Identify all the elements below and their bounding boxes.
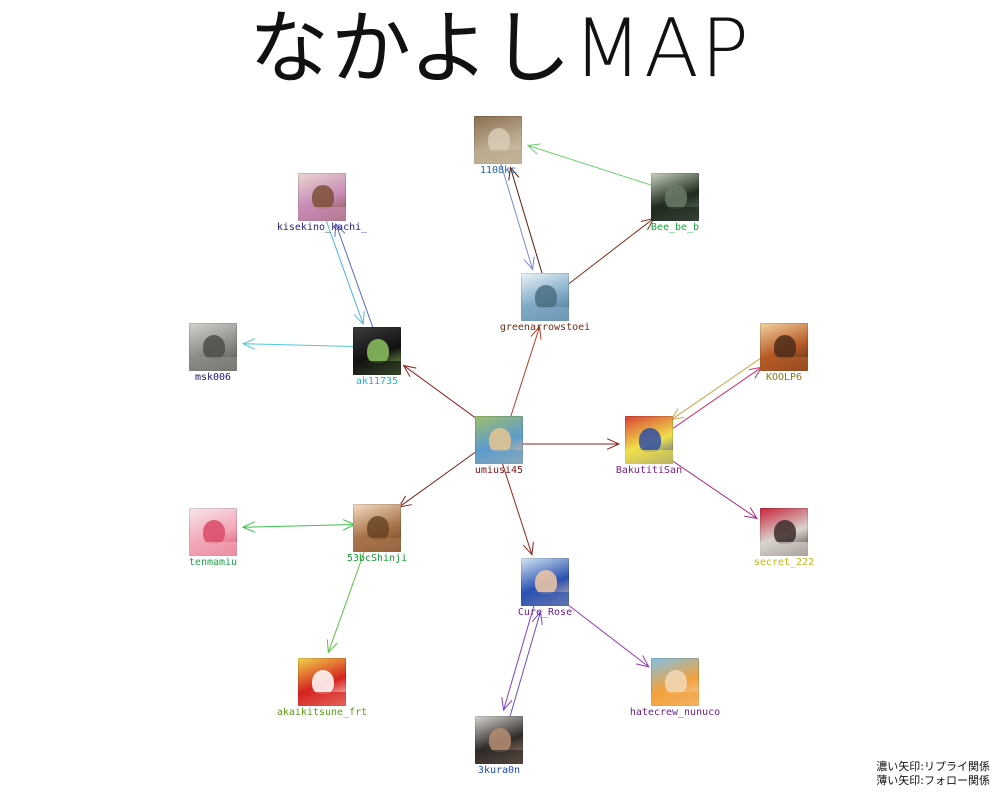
avatar-base: [474, 150, 522, 164]
user-label[interactable]: ak11735: [355, 376, 399, 387]
cosplay-orange-icon[interactable]: [651, 658, 699, 706]
edge-3kura0n-to-Cure_Rose: [508, 611, 541, 721]
arrowhead-3kura0n: [501, 697, 513, 712]
noodle-cup-icon[interactable]: [298, 658, 346, 706]
user-node-53bcShinji[interactable]: 53bcShinji: [322, 504, 432, 568]
edge-greenarrowstoei-to-1108kc: [509, 167, 544, 275]
user-node-1108kc[interactable]: 1108kc: [443, 116, 553, 180]
arrowhead-akaikitsune_frt: [326, 639, 338, 654]
avatar-base: [353, 538, 401, 552]
user-label[interactable]: hatecrew_nunuco: [629, 707, 721, 718]
user-label[interactable]: Cure_Rose: [517, 607, 573, 618]
anime-girl-pink-icon[interactable]: [189, 508, 237, 556]
user-label[interactable]: secret_222: [753, 557, 815, 568]
avatar-base: [353, 361, 401, 375]
user-label[interactable]: greenarrowstoei: [499, 322, 591, 333]
arrowhead-Cure_Rose: [522, 541, 534, 556]
user-label[interactable]: BakutitiSan: [615, 465, 683, 476]
profile-photo-icon[interactable]: [651, 173, 699, 221]
user-label[interactable]: KOOLP6: [765, 372, 803, 383]
avatar-base: [189, 357, 237, 371]
user-node-ak11735[interactable]: ak11735: [322, 327, 432, 391]
user-node-umiusi45[interactable]: umiusi45: [444, 416, 554, 480]
edge-umiusi45-to-greenarrowstoei: [509, 326, 541, 421]
user-node-greenarrowstoei[interactable]: greenarrowstoei: [490, 273, 600, 337]
avatar-base: [521, 307, 569, 321]
avatar-base: [760, 542, 808, 556]
page-title: なかよしMAP: [249, 2, 751, 95]
avatar-figure: [312, 185, 334, 209]
user-node-tenmamiu[interactable]: tenmamiu: [158, 508, 268, 572]
avatar-figure: [203, 335, 225, 359]
anime-girl-brown-icon[interactable]: [353, 504, 401, 552]
user-node-kisekino_kachi_[interactable]: kisekino_kachi_: [267, 173, 377, 237]
anime-girl-icon[interactable]: [760, 323, 808, 371]
avatar-figure: [489, 428, 511, 452]
user-label[interactable]: 1108kc: [479, 165, 517, 176]
robot-model-icon[interactable]: [189, 323, 237, 371]
avatar-figure: [312, 670, 334, 694]
user-node-KOOLP6[interactable]: KOOLP6: [729, 323, 839, 387]
user-label[interactable]: Bee_be_b: [650, 222, 700, 233]
legend: 濃い矢印:リプライ関係 薄い矢印:フォロー関係: [876, 760, 990, 788]
avatar-base: [189, 542, 237, 556]
user-node-secret_222[interactable]: secret_222: [729, 508, 839, 572]
dog-photo-icon[interactable]: [475, 416, 523, 464]
user-node-Bee_be_b[interactable]: Bee_be_b: [620, 173, 730, 237]
avatar-base: [298, 692, 346, 706]
anime-collage-icon[interactable]: [625, 416, 673, 464]
avatar-base: [651, 207, 699, 221]
user-node-BakutitiSan[interactable]: BakutitiSan: [594, 416, 704, 480]
avatar-figure: [203, 520, 225, 544]
legend-dark-arrow: 濃い矢印:リプライ関係: [876, 760, 990, 773]
avatar-figure: [535, 285, 557, 309]
dark-cube-icon[interactable]: [353, 327, 401, 375]
avatar-figure: [535, 570, 557, 594]
legend-light-arrow: 薄い矢印:フォロー関係: [876, 774, 990, 787]
avatar-figure: [774, 335, 796, 359]
man-portrait-icon[interactable]: [475, 716, 523, 764]
cosplay-blue-icon[interactable]: [521, 558, 569, 606]
avatar-figure: [665, 185, 687, 209]
avatar-figure: [774, 520, 796, 544]
user-node-hatecrew_nunuco[interactable]: hatecrew_nunuco: [620, 658, 730, 722]
avatar-base: [298, 207, 346, 221]
avatar-figure: [367, 516, 389, 540]
deer-photo-icon[interactable]: [474, 116, 522, 164]
user-label[interactable]: kisekino_kachi_: [276, 222, 368, 233]
user-node-msk006[interactable]: msk006: [158, 323, 268, 387]
avatar-figure: [367, 339, 389, 363]
user-label[interactable]: 3kura0n: [477, 765, 521, 776]
user-label[interactable]: 53bcShinji: [346, 553, 408, 564]
avatar-base: [475, 750, 523, 764]
edge-ak11735-to-kisekino_kachi_: [335, 223, 374, 330]
user-node-Cure_Rose[interactable]: Cure_Rose: [490, 558, 600, 622]
user-label[interactable]: umiusi45: [474, 465, 524, 476]
avatar-figure: [489, 728, 511, 752]
arrowhead-ak11735: [353, 311, 365, 326]
avatar-base: [760, 357, 808, 371]
avatar-base: [625, 450, 673, 464]
avatar-figure: [639, 428, 661, 452]
user-node-akaikitsune_frt[interactable]: akaikitsune_frt: [267, 658, 377, 722]
arrowhead-greenarrowstoei: [523, 256, 535, 271]
avatar-base: [521, 592, 569, 606]
plush-toy-icon[interactable]: [298, 173, 346, 221]
user-label[interactable]: msk006: [194, 372, 232, 383]
user-label[interactable]: akaikitsune_frt: [276, 707, 368, 718]
avatar-figure: [488, 128, 510, 152]
avatar-base: [651, 692, 699, 706]
user-node-3kura0n[interactable]: 3kura0n: [444, 716, 554, 780]
avatar-figure: [665, 670, 687, 694]
user-label[interactable]: tenmamiu: [188, 557, 238, 568]
anime-girl-red-icon[interactable]: [760, 508, 808, 556]
avatar-base: [475, 450, 523, 464]
swans-photo-icon[interactable]: [521, 273, 569, 321]
